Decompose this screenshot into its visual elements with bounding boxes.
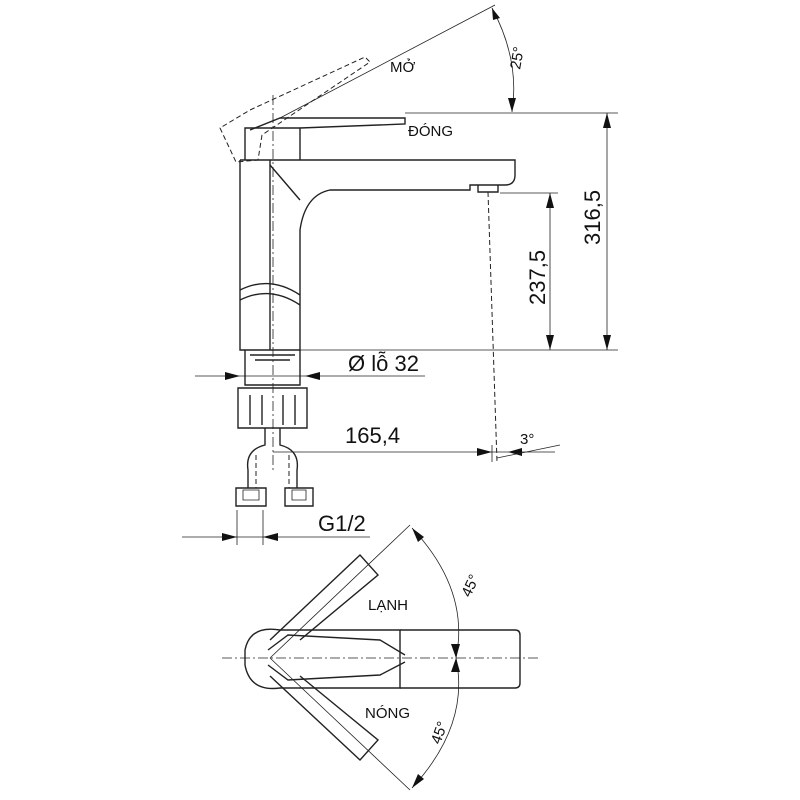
label-total-height: 316,5 (580, 190, 605, 245)
label-hot-angle: 45° (428, 719, 452, 746)
spout-height-dimension (500, 192, 558, 350)
hole-diameter-dimension (195, 372, 425, 380)
open-angle-dimension (279, 4, 516, 119)
total-height-dimension (300, 112, 618, 351)
spout-reach-dimension (273, 444, 561, 462)
label-cold: LẠNH (368, 597, 408, 614)
label-thread: G1/2 (318, 511, 366, 536)
label-spout-reach: 165,4 (345, 423, 400, 448)
label-spout-height: 237,5 (525, 250, 550, 305)
faucet-side-view (219, 56, 516, 507)
label-open-angle: 25° (507, 45, 528, 70)
water-stream-line (487, 191, 498, 463)
label-open: MỞ (390, 58, 415, 76)
faucet-top-view (222, 524, 540, 791)
label-stream-angle: 3° (520, 431, 534, 448)
label-hole-diameter: Ø lỗ 32 (348, 351, 419, 376)
thread-dimension (182, 510, 370, 545)
label-cold-angle: 45° (458, 572, 483, 600)
label-hot: NÓNG (365, 705, 410, 722)
label-closed: ĐÓNG (408, 123, 453, 140)
